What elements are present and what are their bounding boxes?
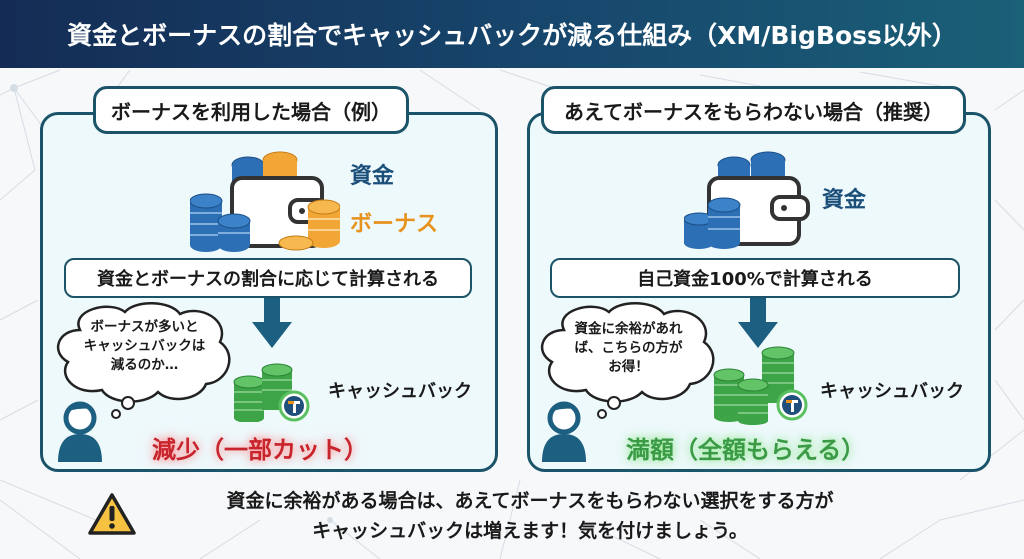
bonus-declined-title: あえてボーナスをもらわない場合（推奨） — [541, 86, 966, 134]
cashback-label: キャッシュバック — [328, 381, 472, 402]
cashback-coins-icon — [233, 363, 310, 422]
bonus-used-title: ボーナスを利用した場合（例） — [93, 86, 409, 134]
footer-line-1: 資金に余裕がある場合は、あえてボーナスをもらわない選択をする方が — [226, 490, 834, 512]
thought-text: ボーナスが多いと キャッシュバックは 減るのか… — [83, 319, 206, 373]
thought-bubble-icon — [56, 302, 231, 419]
cashback-label: キャッシュバック — [820, 381, 964, 402]
result-full: 満額（全額もらえる） — [626, 436, 866, 464]
thought-bubble-icon — [540, 302, 715, 419]
cashback-coins-full-icon — [713, 346, 808, 425]
person-icon — [542, 401, 586, 462]
header-banner: 資金とボーナスの割合でキャッシュバックが減る仕組み（XM/BigBoss以外） — [0, 0, 1024, 68]
capital-label: 資金 — [822, 188, 867, 213]
ratio-calc-note: 資金とボーナスの割合に応じて計算される — [64, 258, 472, 298]
page-title: 資金とボーナスの割合でキャッシュバックが減る仕組み（XM/BigBoss以外） — [67, 21, 957, 50]
person-icon — [58, 401, 102, 462]
wallet-capital-icon — [684, 151, 810, 249]
footer-advice: 資金に余裕がある場合は、あえてボーナスをもらわない選択をする方が キャッシュバッ… — [150, 486, 910, 546]
bonus-label: ボーナス — [350, 212, 439, 237]
footer-line-2: キャッシュバックは増えます！気を付けましょう。 — [312, 520, 748, 542]
thought-text: 資金に余裕があれ ば、こちらの方が お得！ — [574, 321, 683, 375]
result-reduced: 減少（一部カット） — [152, 436, 368, 464]
warning-icon — [88, 493, 136, 535]
capital-label: 資金 — [350, 164, 395, 189]
wallet-capital-bonus-icon — [190, 151, 340, 252]
full-capital-calc-note: 自己資金100%で計算される — [550, 258, 960, 298]
down-arrow-icon — [738, 298, 778, 348]
down-arrow-icon — [252, 298, 292, 348]
